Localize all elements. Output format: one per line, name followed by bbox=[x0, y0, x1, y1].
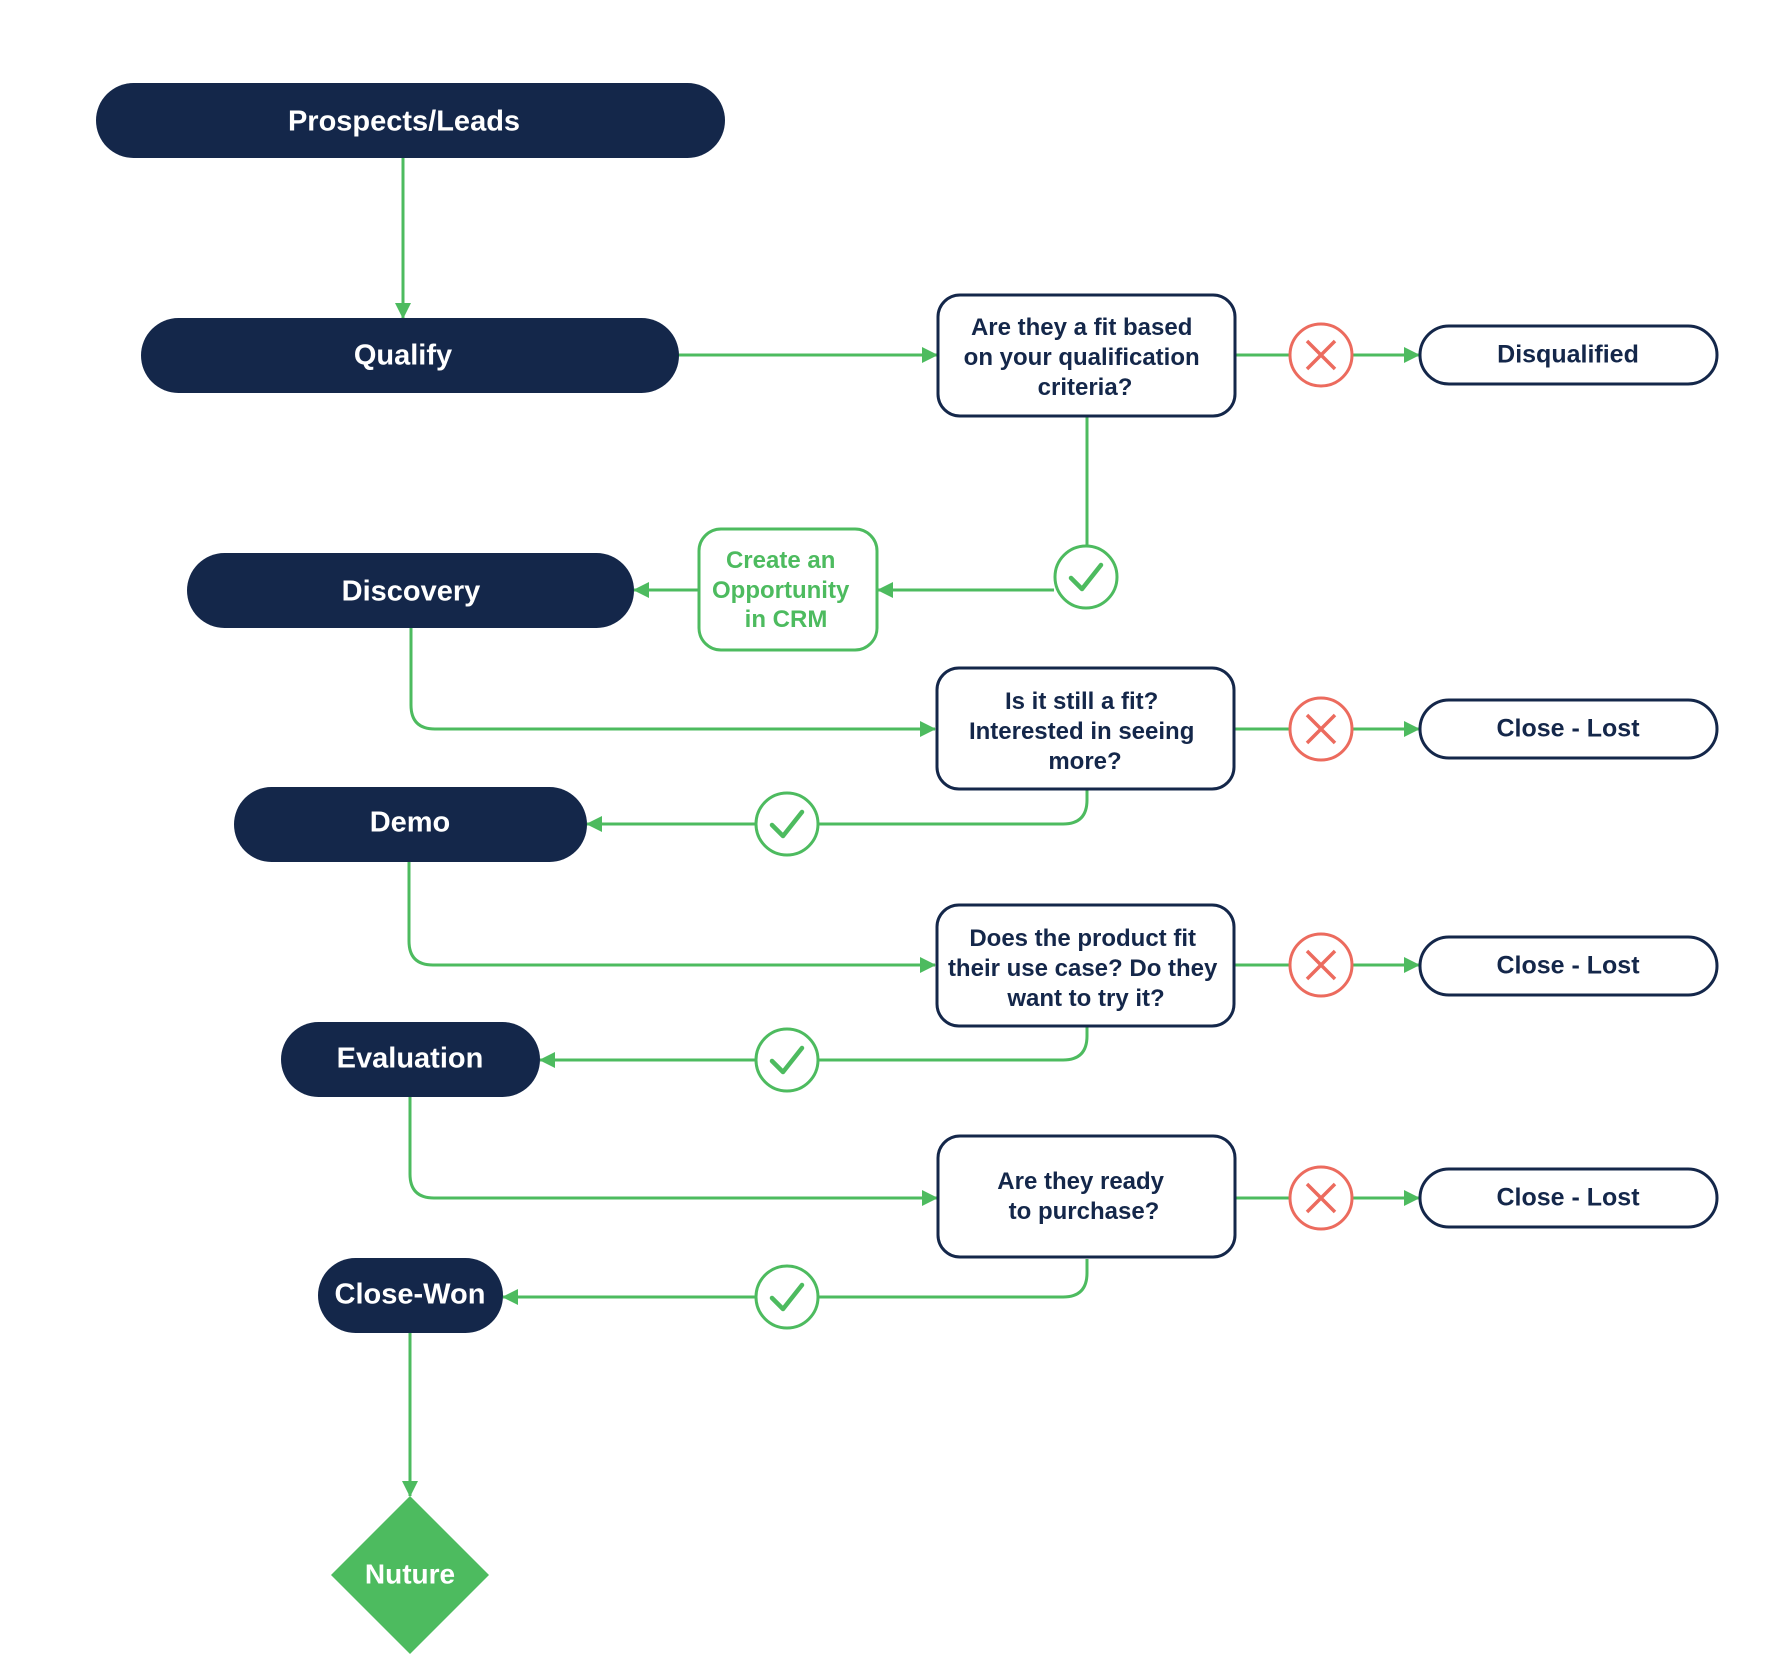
question-line: more? bbox=[1048, 748, 1121, 775]
x-circle-icon bbox=[1288, 932, 1354, 998]
connector-evaluation-q4 bbox=[408, 1096, 938, 1206]
action-create-opportunity: Create an Opportunity in CRM bbox=[697, 527, 879, 652]
question-line: Are they ready bbox=[997, 1168, 1164, 1195]
connector-demo-q3 bbox=[407, 862, 936, 973]
question-line: Are they a fit based bbox=[971, 314, 1192, 341]
stage-label: Demo bbox=[370, 807, 451, 839]
nurture-diamond: Nuture bbox=[331, 1496, 489, 1654]
stage-label: Discovery bbox=[342, 576, 481, 608]
question-box-product-fit: Does the product fit their use case? Do … bbox=[935, 903, 1236, 1028]
connector-discovery-q2 bbox=[409, 627, 936, 737]
outcome-label: Close - Lost bbox=[1496, 1184, 1640, 1212]
outcome-label: Close - Lost bbox=[1496, 952, 1640, 980]
outcome-close-lost-1: Close - Lost bbox=[1418, 698, 1719, 760]
question-box-ready-to-purchase: Are they ready to purchase? bbox=[936, 1134, 1237, 1259]
action-line: Opportunity bbox=[712, 577, 850, 604]
stage-label: Close-Won bbox=[335, 1279, 486, 1311]
connectors bbox=[395, 158, 1420, 1497]
check-circle-icon bbox=[754, 791, 820, 857]
question-box-qualification-fit: Are they a fit based on your qualificati… bbox=[936, 293, 1237, 418]
check-circle-icon bbox=[754, 1264, 820, 1330]
action-line: in CRM bbox=[745, 606, 828, 633]
check-circle-icon bbox=[754, 1027, 820, 1093]
stage-label: Qualify bbox=[354, 340, 452, 372]
outcome-disqualified: Disqualified bbox=[1418, 324, 1719, 386]
svg-text:Is it still a fit? Inter: Is it still a fit? Interested in seeing … bbox=[969, 688, 1201, 775]
svg-text:Are they a fit based on: Are they a fit based on your qualificati… bbox=[964, 314, 1207, 401]
stage-close-won: Close-Won bbox=[318, 1258, 503, 1333]
question-line: Interested in seeing bbox=[969, 718, 1194, 745]
x-circle-icon bbox=[1288, 696, 1354, 762]
question-line: criteria? bbox=[1038, 374, 1133, 401]
svg-text:Create an Opportunity: Create an Opportunity in CRM bbox=[712, 547, 856, 633]
stage-qualify: Qualify bbox=[141, 318, 679, 393]
stage-evaluation: Evaluation bbox=[281, 1022, 540, 1097]
outcome-close-lost-3: Close - Lost bbox=[1418, 1167, 1719, 1229]
question-line: Does the product fit bbox=[969, 925, 1196, 952]
connector-q2-yes bbox=[819, 790, 1089, 826]
action-line: Create an bbox=[726, 547, 835, 574]
stage-label: Prospects/Leads bbox=[288, 106, 520, 138]
x-circle-icon bbox=[1288, 322, 1354, 388]
stage-demo: Demo bbox=[234, 787, 587, 862]
question-line: their use case? Do they bbox=[948, 955, 1218, 982]
outcome-close-lost-2: Close - Lost bbox=[1418, 935, 1719, 997]
svg-text:Are they ready to purcha: Are they ready to purchase? bbox=[997, 1168, 1170, 1225]
stage-discovery: Discovery bbox=[187, 553, 634, 628]
question-line: Is it still a fit? bbox=[1005, 688, 1158, 715]
question-box-still-fit: Is it still a fit? Interested in seeing … bbox=[935, 666, 1236, 791]
outcome-label: Close - Lost bbox=[1496, 715, 1640, 743]
connector-q3-yes bbox=[819, 1026, 1089, 1062]
svg-text:Does the product fit the: Does the product fit their use case? Do … bbox=[948, 925, 1224, 1012]
connector-q4-yes bbox=[819, 1259, 1089, 1299]
question-line: on your qualification bbox=[964, 344, 1200, 371]
outcome-label: Disqualified bbox=[1497, 341, 1639, 369]
question-line: to purchase? bbox=[1009, 1198, 1160, 1225]
stage-label: Evaluation bbox=[337, 1043, 484, 1075]
check-circle-icon bbox=[1053, 544, 1119, 610]
nurture-label: Nuture bbox=[365, 1558, 455, 1589]
question-line: want to try it? bbox=[1006, 985, 1164, 1012]
x-circle-icon bbox=[1288, 1165, 1354, 1231]
stage-prospects-leads: Prospects/Leads bbox=[96, 83, 725, 158]
